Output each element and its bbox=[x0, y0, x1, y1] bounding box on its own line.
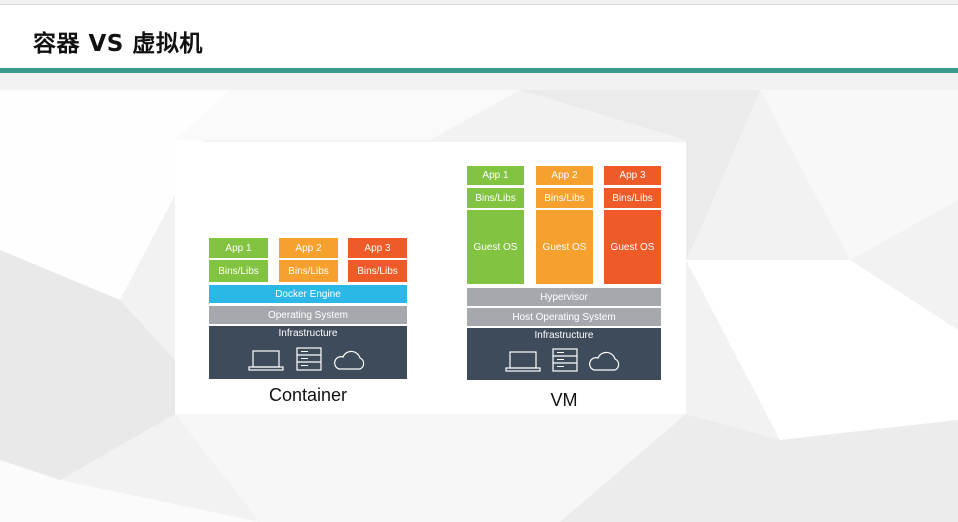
accent-line bbox=[0, 68, 958, 73]
slide-title: 容器 VS 虚拟机 bbox=[33, 31, 203, 57]
container-label: Container bbox=[268, 385, 348, 405]
vm-guest-os-3: Guest OS bbox=[604, 210, 661, 284]
container-app-1: App 1 bbox=[209, 238, 268, 258]
laptop-icon bbox=[248, 350, 284, 371]
vm-app-3: App 3 bbox=[604, 166, 661, 185]
container-libs-3: Bins/Libs bbox=[348, 260, 407, 282]
vm-app-2: App 2 bbox=[536, 166, 593, 185]
vm-app-1: App 1 bbox=[467, 166, 524, 185]
vm-libs-3: Bins/Libs bbox=[604, 188, 661, 208]
vm-guest-os-1: Guest OS bbox=[467, 210, 524, 284]
hypervisor-layer: Hypervisor bbox=[467, 288, 661, 306]
server-icon bbox=[552, 348, 578, 372]
container-os-layer: Operating System bbox=[209, 306, 407, 324]
title-bar: 容器 VS 虚拟机 bbox=[0, 4, 958, 69]
vm-label: VM bbox=[550, 390, 578, 410]
host-os-layer: Host Operating System bbox=[467, 308, 661, 326]
vm-libs-2: Bins/Libs bbox=[536, 188, 593, 208]
laptop-icon bbox=[505, 351, 541, 372]
docker-engine-layer: Docker Engine bbox=[209, 285, 407, 303]
container-app-2: App 2 bbox=[279, 238, 338, 258]
server-icon bbox=[296, 347, 322, 371]
vm-libs-1: Bins/Libs bbox=[467, 188, 524, 208]
container-libs-1: Bins/Libs bbox=[209, 260, 268, 282]
comparison-figure: App 1 App 2 App 3 Bins/Libs Bins/Libs Bi… bbox=[175, 142, 686, 414]
container-app-3: App 3 bbox=[348, 238, 407, 258]
cloud-icon bbox=[334, 350, 365, 370]
container-libs-2: Bins/Libs bbox=[279, 260, 338, 282]
cloud-icon bbox=[589, 351, 620, 371]
vm-guest-os-2: Guest OS bbox=[536, 210, 593, 284]
